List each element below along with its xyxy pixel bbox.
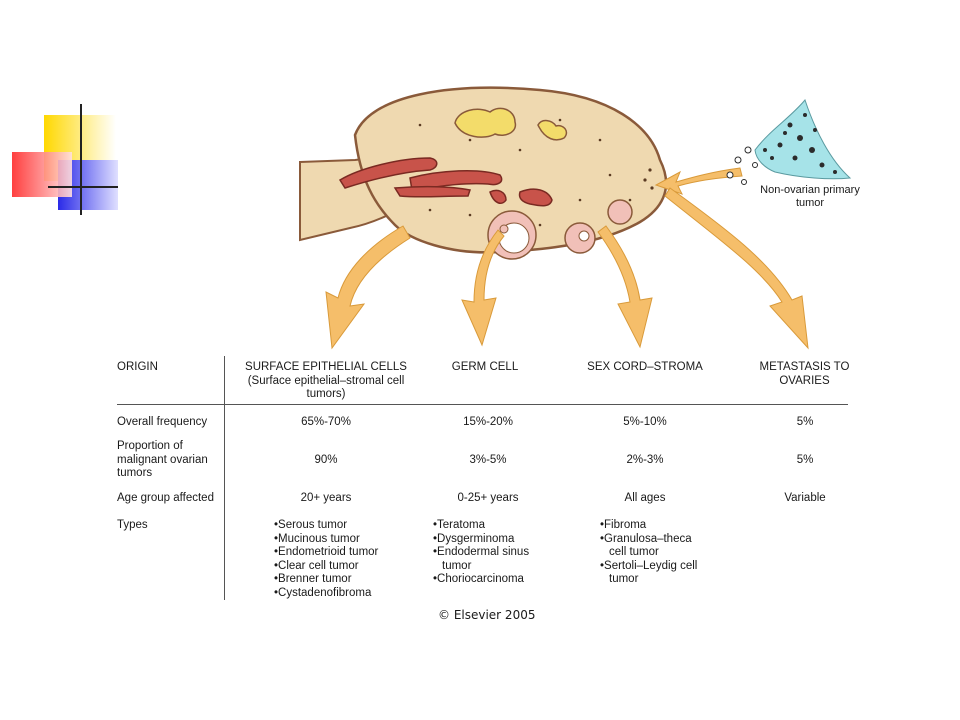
red-square bbox=[12, 152, 72, 197]
list-item: Mucinous tumor bbox=[274, 533, 404, 547]
cell-value: Variable bbox=[784, 492, 826, 504]
cell-value: 90% bbox=[314, 454, 338, 466]
column-header-germ-cell: GERM CELL bbox=[451, 361, 519, 373]
table-header-divider bbox=[117, 404, 848, 405]
list-item: Dysgerminoma bbox=[433, 533, 551, 547]
cell-value: 65%-70% bbox=[301, 416, 351, 428]
arrow-sex-cord bbox=[597, 225, 653, 349]
types-list-sex-cord-stroma: Fibroma Granulosa–theca cell tumor Serto… bbox=[600, 519, 712, 587]
list-item: Endometrioid tumor bbox=[274, 546, 404, 560]
cell-value: 5%-10% bbox=[623, 416, 667, 428]
row-label-overall-frequency: Overall frequency bbox=[117, 416, 208, 428]
column-header-metastasis: METASTASIS TO OVARIES bbox=[759, 361, 850, 387]
cell-value: 15%-20% bbox=[463, 416, 513, 428]
primary-tumor-label: Non-ovarian primary tumor bbox=[760, 184, 860, 209]
row-label-proportion-malignant: Proportion of malignant ovarian tumors bbox=[117, 440, 208, 479]
list-item: Serous tumor bbox=[274, 519, 404, 533]
blood-vessels bbox=[338, 157, 553, 207]
column-subtitle: (Surface epithelial–stromal cell tumors) bbox=[247, 374, 405, 401]
cell-value: 20+ years bbox=[300, 492, 352, 504]
stroma-speckles bbox=[418, 108, 654, 227]
column-title: SURFACE EPITHELIAL CELLS bbox=[245, 361, 407, 373]
list-item: Cystadenofibroma bbox=[274, 587, 404, 601]
arrow-surface-epithelial bbox=[325, 225, 411, 350]
row-label-age-group: Age group affected bbox=[117, 492, 214, 504]
ovary-body bbox=[353, 86, 668, 254]
list-item: Teratoma bbox=[433, 519, 551, 533]
types-list-surface-epithelial: Serous tumor Mucinous tumor Endometrioid… bbox=[274, 519, 404, 600]
origin-arrows bbox=[325, 187, 809, 350]
list-item: Fibroma bbox=[600, 519, 712, 533]
list-item: Clear cell tumor bbox=[274, 560, 404, 574]
column-header-sex-cord-stroma: SEX CORD–STROMA bbox=[587, 361, 703, 373]
copyright-notice: © Elsevier 2005 bbox=[438, 608, 536, 622]
column-header-surface-epithelial: SURFACE EPITHELIAL CELLS (Surface epithe… bbox=[236, 361, 416, 402]
corpus-luteum bbox=[454, 107, 517, 138]
tumor-cells bbox=[763, 113, 837, 174]
cell-value: 5% bbox=[796, 454, 814, 466]
cell-value: 3%-5% bbox=[469, 454, 507, 466]
cell-value: 0-25+ years bbox=[457, 492, 519, 504]
cell-value: All ages bbox=[624, 492, 666, 504]
arrow-metastasis bbox=[664, 187, 809, 350]
follicle-small bbox=[607, 199, 633, 225]
cell-value: 5% bbox=[796, 416, 814, 428]
list-item: Choriocarcinoma bbox=[433, 573, 551, 587]
list-item: Brenner tumor bbox=[274, 573, 404, 587]
corpus-albicans bbox=[537, 119, 568, 141]
row-header-origin: ORIGIN bbox=[117, 361, 158, 373]
list-item: Sertoli–Leydig cell tumor bbox=[600, 560, 712, 587]
row-label-types: Types bbox=[117, 519, 148, 531]
list-item: Endodermal sinus tumor bbox=[433, 546, 551, 573]
cell-value: 2%-3% bbox=[626, 454, 664, 466]
types-list-germ-cell: Teratoma Dysgerminoma Endodermal sinus t… bbox=[433, 519, 551, 587]
table-vertical-divider bbox=[224, 356, 225, 600]
list-item: Granulosa–theca cell tumor bbox=[600, 533, 712, 560]
circulating-cells bbox=[726, 146, 758, 185]
arrow-germ-cell bbox=[461, 229, 505, 347]
